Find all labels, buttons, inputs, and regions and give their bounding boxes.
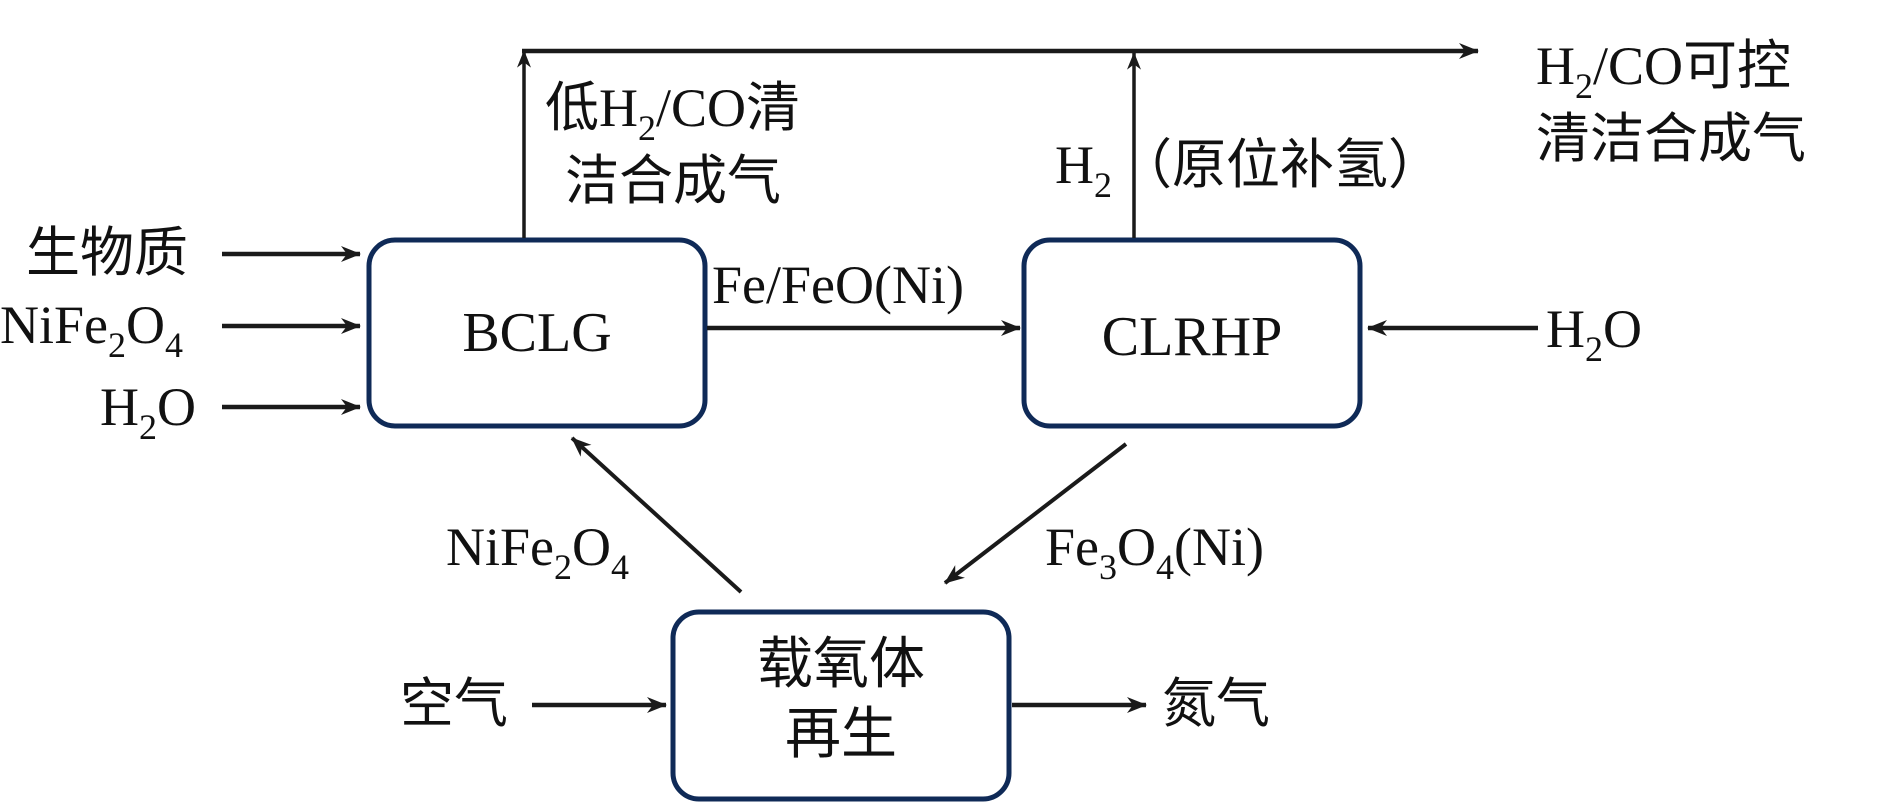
label-air: 空气 <box>400 674 508 734</box>
arrow-clrhp-to-regen <box>943 442 1128 585</box>
h2-main: H <box>1055 135 1094 195</box>
node-clrhp-label: CLRHP <box>1101 306 1283 368</box>
fe3o4-mid: O <box>1117 517 1156 577</box>
node-regen-line1: 载氧体 <box>757 634 925 696</box>
low-h2co-line2: 洁合成气 <box>565 150 781 211</box>
h2-post: （原位补氢） <box>1118 135 1442 195</box>
label-h2o-clrhp: H2O <box>1546 299 1642 367</box>
h2o-sub: 2 <box>139 407 157 447</box>
fe3o4-sub1: 3 <box>1099 547 1117 587</box>
fe3o4-sub2: 4 <box>1156 547 1174 587</box>
out-post: /CO可控 <box>1593 36 1792 96</box>
nife2o4r-main: NiFe <box>446 517 554 577</box>
label-fe3o4-ni: Fe3O4(Ni) <box>1045 517 1264 585</box>
h2o-tail: O <box>157 377 196 437</box>
node-regen-box <box>670 609 1012 802</box>
node-regen-line2: 再生 <box>785 704 897 766</box>
label-h2-in-situ: H2（原位补氢） <box>1055 135 1442 203</box>
nife2o4r-sub1: 2 <box>554 547 572 587</box>
node-clrhp-box <box>1021 237 1363 429</box>
h2-sub: 2 <box>1094 165 1112 205</box>
h2o-main: H <box>100 377 139 437</box>
out-main: H <box>1536 36 1575 96</box>
h2o-c-tail: O <box>1603 299 1642 359</box>
h2o-c-main: H <box>1546 299 1585 359</box>
low-h2co-sub: 2 <box>638 108 656 148</box>
nife2o4r-mid: O <box>572 517 611 577</box>
nife2o4-sub2: 4 <box>165 325 183 365</box>
node-bclg-box <box>366 237 708 429</box>
h2o-c-sub: 2 <box>1585 329 1603 369</box>
low-h2co-pre: 低H <box>545 78 638 138</box>
fe3o4-main: Fe <box>1045 517 1099 577</box>
nife2o4-mid: O <box>126 295 165 355</box>
label-fe-feo-ni: Fe/FeO(Ni) <box>712 255 964 315</box>
label-h2o-in: H2O <box>100 377 196 445</box>
out-line2: 清洁合成气 <box>1536 108 1806 169</box>
label-nitrogen: 氮气 <box>1162 674 1270 734</box>
label-biomass: 生物质 <box>26 223 188 283</box>
out-sub: 2 <box>1575 66 1593 106</box>
nife2o4-main: NiFe <box>0 295 108 355</box>
nife2o4r-sub2: 4 <box>611 547 629 587</box>
nife2o4-sub1: 2 <box>108 325 126 365</box>
low-h2co-post: /CO清 <box>656 78 801 138</box>
label-low-h2co-syngas: 低H2/CO清 洁合成气 <box>545 72 800 218</box>
node-regen-label: 载氧体 再生 <box>673 630 1009 770</box>
fe3o4-post: (Ni) <box>1174 517 1264 577</box>
label-nife2o4-in: NiFe2O4 <box>0 295 183 363</box>
label-nife2o4-return: NiFe2O4 <box>446 517 629 585</box>
arrow-regen-to-bclg <box>570 436 743 594</box>
node-bclg-label: BCLG <box>462 302 612 364</box>
label-output-syngas: H2/CO可控 清洁合成气 <box>1536 30 1806 176</box>
